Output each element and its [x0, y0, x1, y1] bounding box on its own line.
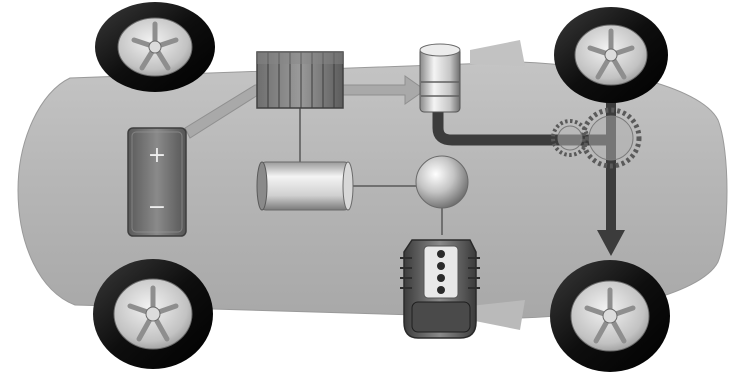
mechanical-flow-path [432, 110, 610, 146]
transmission-gears [551, 107, 642, 169]
battery: + − [127, 127, 187, 237]
wheel-front-right [554, 7, 668, 103]
electric-motor [256, 161, 354, 211]
generator [419, 43, 461, 113]
wheel-front-left [95, 2, 215, 92]
wheel-rear-left [93, 259, 213, 369]
mirror-bottom [470, 300, 525, 330]
engine [400, 239, 480, 339]
power-split-device [415, 155, 469, 209]
battery-negative-label: − [148, 195, 166, 220]
mirror-top [470, 40, 525, 66]
inverter [256, 51, 344, 109]
wheel-rear-right [550, 260, 670, 372]
battery-positive-label: + [148, 143, 166, 168]
arrow-head-down [597, 230, 625, 256]
